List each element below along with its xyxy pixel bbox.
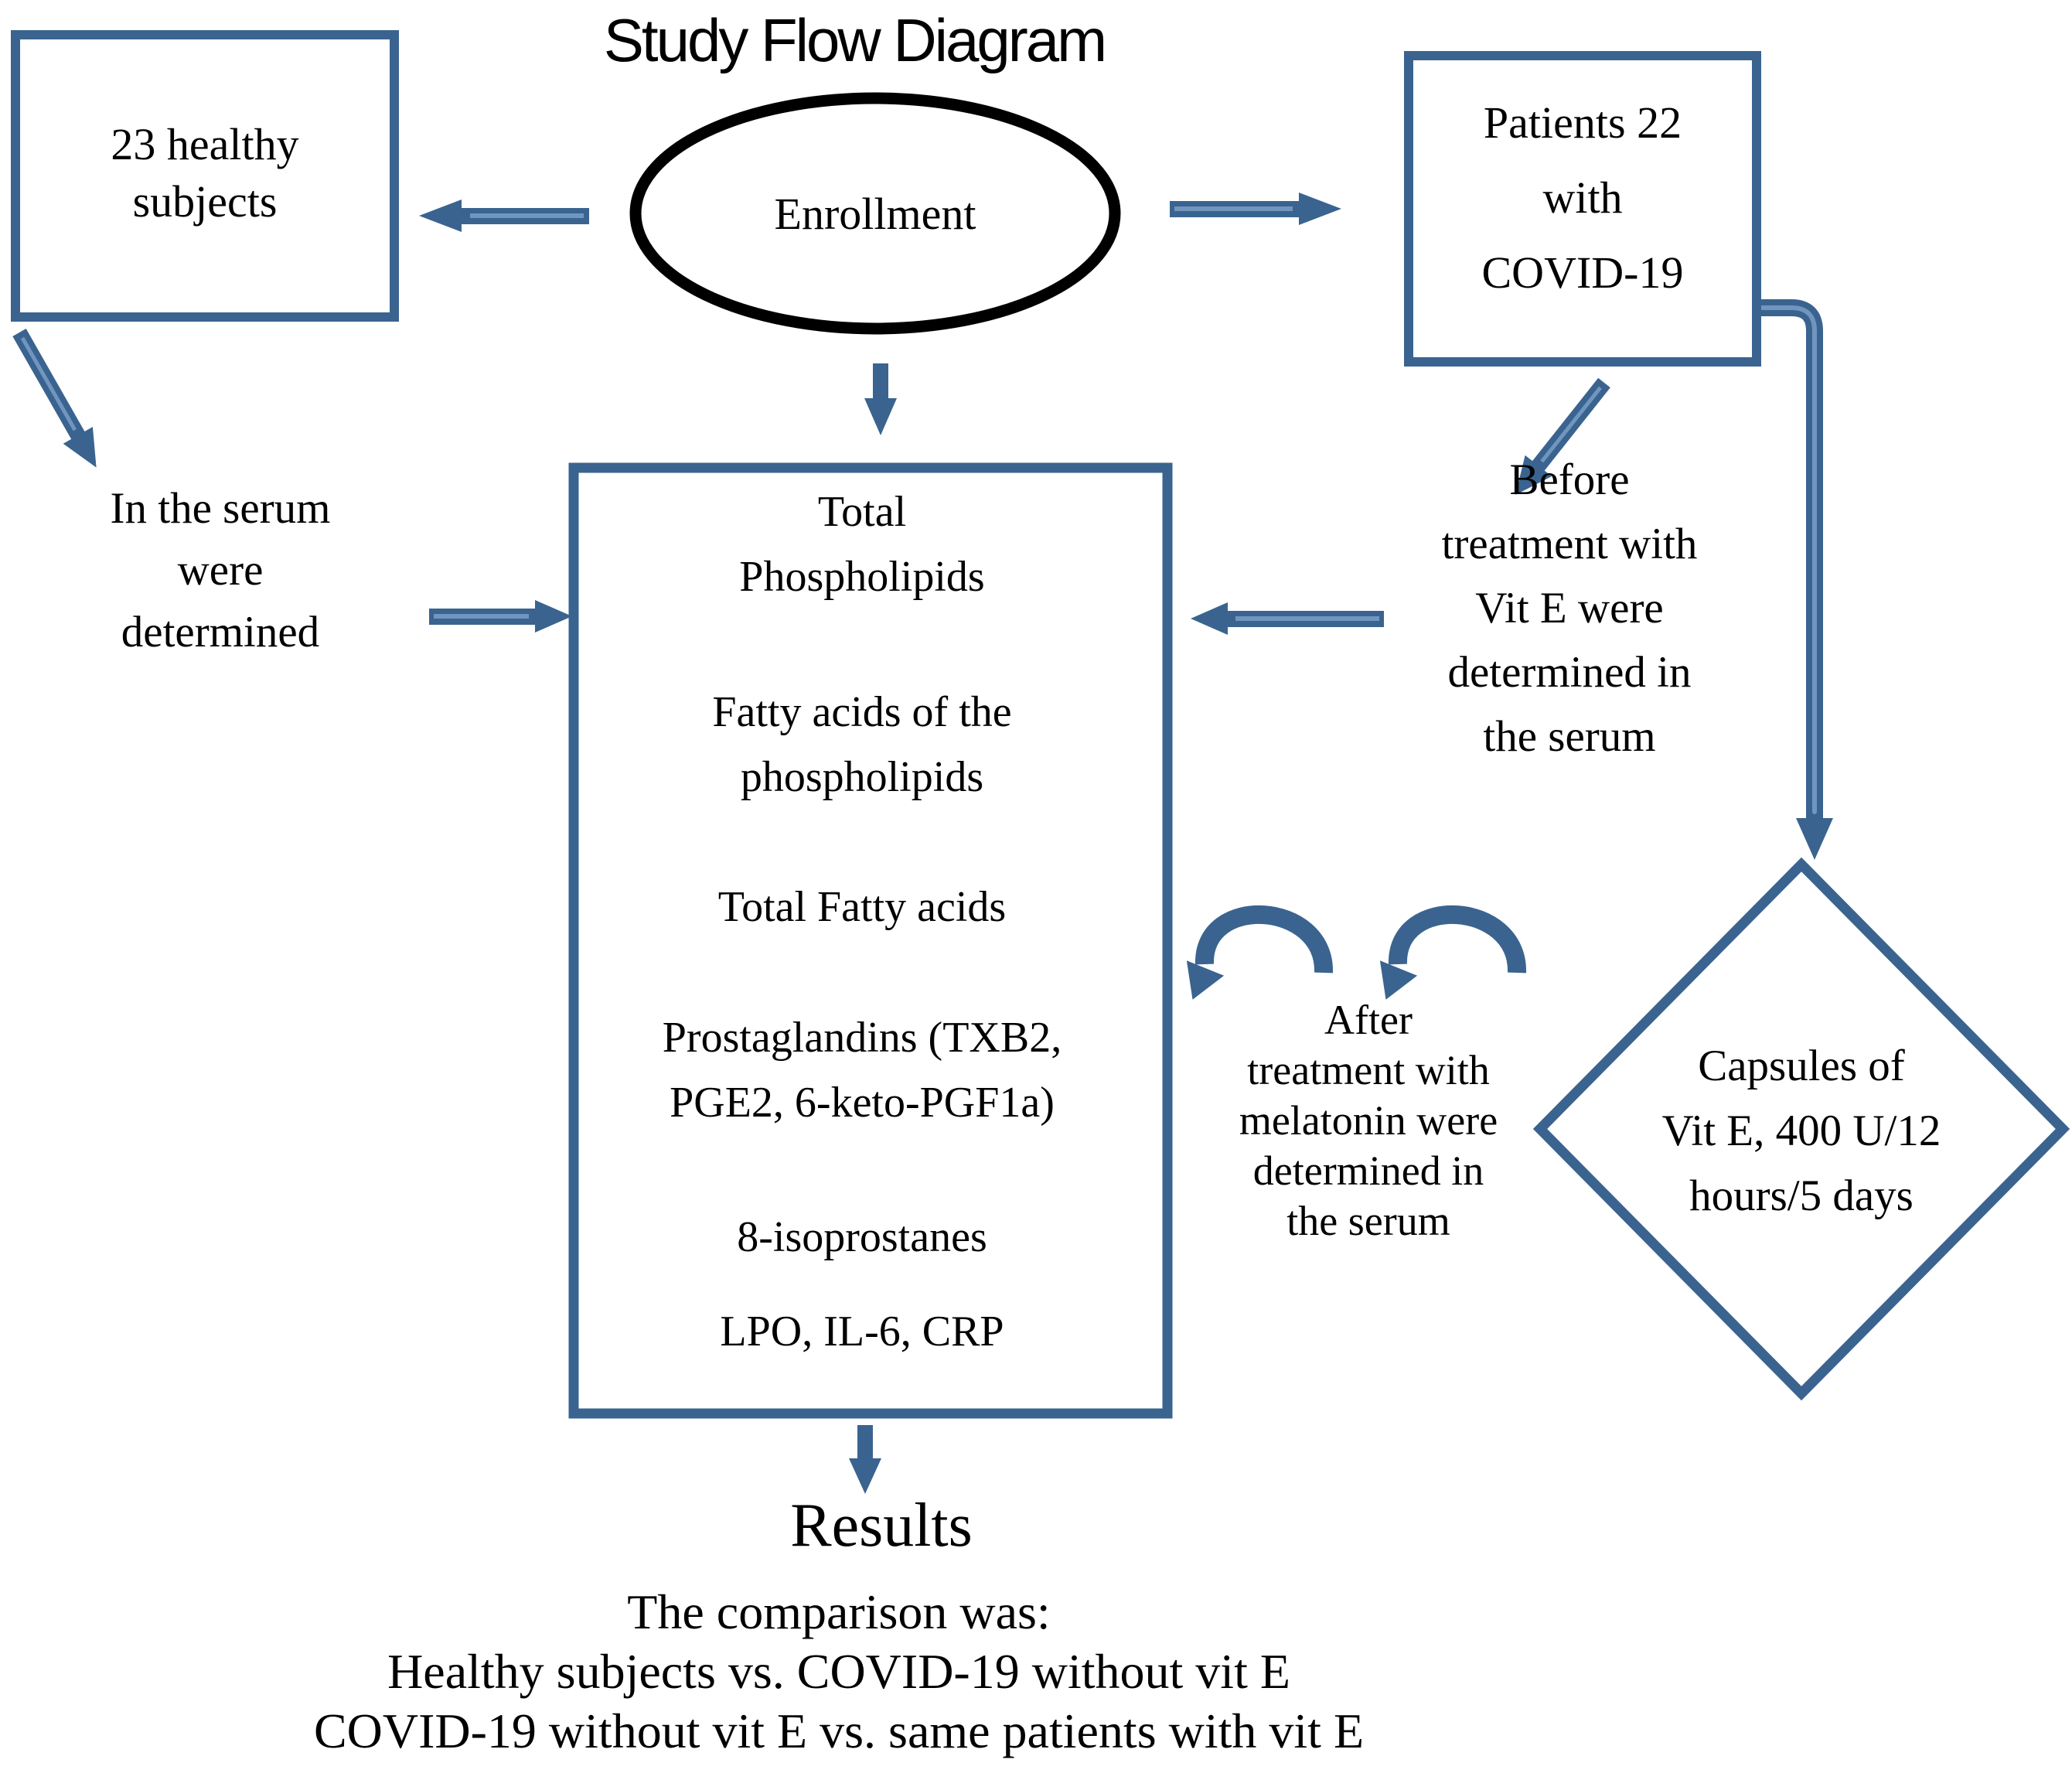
capsules-line-2: Vit E, 400 U/12 [1661, 1107, 1941, 1155]
capsules-line-1: Capsules of [1698, 1042, 1905, 1090]
serum-determined-label: In the serum were determined [27, 478, 414, 663]
capsules-label: Capsules of Vit E, 400 U/12 hours/5 days [1593, 1034, 2010, 1229]
before-line-4: determined in [1447, 648, 1692, 697]
comparison-text: The comparison was: Healthy subjects vs.… [104, 1582, 1573, 1761]
healthy-line-1: 23 healthy [111, 119, 299, 169]
after-line-5: the serum [1286, 1198, 1450, 1244]
serum-left-line-3: determined [121, 608, 320, 656]
curved-arrow-right [1379, 905, 1527, 1000]
healthy-subjects-label: 23 healthy subjects [25, 116, 385, 230]
before-line-3: Vit E were [1475, 584, 1664, 633]
before-line-1: Before [1509, 455, 1630, 504]
patients-box [1404, 51, 1761, 367]
measurement-line: Fatty acids of the [712, 688, 1012, 736]
after-line-4: determined in [1252, 1147, 1484, 1194]
arrow-patients-to-before-text [1515, 377, 1610, 495]
curved-arrow-left [1186, 905, 1334, 1000]
measurement-item: Total Fatty acids [574, 875, 1150, 939]
measurement-line: 8-isoprostanes [737, 1213, 987, 1261]
before-treatment-label: Before treatment with Vit E were determi… [1376, 448, 1763, 769]
measurement-line: Total [817, 488, 907, 536]
measurement-line: LPO, IL-6, CRP [720, 1308, 1004, 1355]
arrow-before-text-to-measurements [1191, 602, 1384, 635]
arrow-serum-text-to-measurements [429, 600, 572, 633]
comparison-line-3: COVID-19 without vit E vs. same patients… [313, 1703, 1365, 1758]
comparison-line-1: The comparison was: [627, 1584, 1051, 1639]
before-line-5: the serum [1483, 712, 1656, 761]
after-line-1: After [1324, 997, 1413, 1043]
elbow-connector-patients-to-capsules [1750, 299, 1833, 860]
measurement-line: Total Fatty acids [717, 883, 1007, 931]
measurement-line: Prostaglandins (TXB2, [662, 1014, 1062, 1062]
measurements-box [568, 462, 1173, 1419]
healthy-subjects-box [11, 30, 399, 322]
enrollment-label: Enrollment [774, 189, 976, 239]
after-line-2: treatment with [1247, 1047, 1490, 1093]
patients-line-1: Patients 22 [1483, 97, 1682, 148]
capsules-line-3: hours/5 days [1689, 1171, 1914, 1220]
results-label: Results [790, 1492, 973, 1560]
measurement-item: Fatty acids of the phospholipids [574, 680, 1150, 810]
enrollment-ellipse [629, 92, 1121, 335]
measurement-item: LPO, IL-6, CRP [574, 1299, 1150, 1364]
diagram-title: Study Flow Diagram [603, 6, 1107, 74]
measurement-item: 8-isoprostanes [574, 1205, 1150, 1270]
healthy-line-2: subjects [132, 176, 278, 227]
patients-line-2: with [1542, 172, 1623, 223]
arrow-enrollment-to-healthy [419, 199, 589, 232]
arrow-measurements-to-results [849, 1425, 881, 1494]
serum-left-line-2: were [177, 546, 264, 595]
comparison-line-2: Healthy subjects vs. COVID-19 without vi… [387, 1644, 1290, 1699]
arrow-healthy-to-serum-text [12, 329, 97, 468]
arrow-enrollment-to-measurements [864, 363, 897, 435]
capsules-diamond [1532, 857, 2070, 1401]
patients-label: Patients 22 with COVID-19 [1418, 85, 1747, 310]
after-line-3: melatonin were [1239, 1097, 1498, 1144]
measurement-item: Total Phospholipids [574, 479, 1150, 609]
measurement-line: Phospholipids [739, 553, 985, 601]
serum-left-line-1: In the serum [110, 484, 331, 533]
patients-line-3: COVID-19 [1481, 247, 1684, 298]
measurement-item: Prostaglandins (TXB2, PGE2, 6-keto-PGF1a… [574, 1005, 1150, 1135]
after-treatment-label: After treatment with melatonin were dete… [1175, 995, 1562, 1246]
measurement-line: PGE2, 6-keto-PGF1a) [670, 1079, 1055, 1127]
arrow-enrollment-to-patients [1170, 193, 1341, 225]
before-line-2: treatment with [1441, 520, 1698, 568]
measurement-line: phospholipids [740, 753, 984, 801]
